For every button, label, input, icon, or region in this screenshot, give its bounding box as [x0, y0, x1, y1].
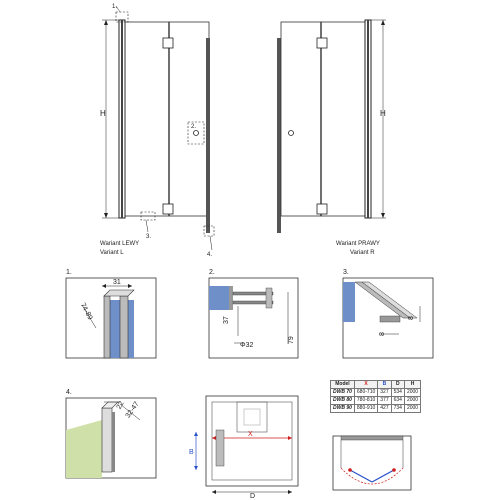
detail-3-a: 8 — [408, 316, 415, 320]
detail-2-panel — [208, 277, 299, 359]
header-d: D — [390, 380, 405, 389]
callout-2-label: 2. — [191, 124, 196, 130]
left-variant-subtitle: Variant L — [100, 250, 124, 256]
header-x: X — [353, 380, 379, 389]
cell-model: DWB 80 — [330, 396, 355, 405]
detail-4-number: 4. — [66, 389, 72, 396]
header-model: Model — [330, 380, 355, 389]
cell-d: 534 — [390, 388, 405, 397]
detail-3-number: 3. — [343, 269, 349, 276]
cell-d: 634 — [390, 396, 405, 405]
header-h: H — [403, 380, 422, 389]
left-height-label: H — [100, 109, 106, 118]
spec-table-header: Model X B D H — [330, 380, 422, 389]
door-left-drawing — [102, 5, 215, 251]
callout-3-label: 3. — [146, 234, 151, 240]
plan-view — [194, 395, 299, 494]
header-b: B — [377, 380, 392, 389]
cell-d: 734 — [390, 404, 405, 413]
detail-1-number: 1. — [66, 269, 72, 276]
callout-4-label: 4. — [207, 252, 212, 258]
door-right-drawing — [277, 19, 386, 233]
table-row: DWB 90 880-910 427 734 2000 — [330, 404, 422, 413]
callout-1-label: 1. — [112, 4, 117, 10]
plan-x-label: X — [248, 431, 253, 438]
detail-4-panel — [65, 397, 157, 479]
cell-x: 880-910 — [353, 404, 379, 413]
cell-model: DWB 70 — [330, 388, 355, 397]
table-row: DWB 70 680-710 327 534 2000 — [330, 388, 422, 397]
cell-b: 327 — [377, 388, 392, 397]
cell-h: 2000 — [403, 404, 422, 413]
cell-x: 780-810 — [353, 396, 379, 405]
cell-h: 2000 — [403, 388, 422, 397]
spec-table: Model X B D H DWB 70 680-710 327 534 200… — [330, 380, 422, 413]
detail-2-a: 37 — [223, 316, 230, 324]
detail-2-number: 2. — [209, 269, 215, 276]
cell-h: 2000 — [403, 396, 422, 405]
plan-d-label: D — [250, 493, 255, 500]
cell-b: 427 — [377, 404, 392, 413]
right-variant-subtitle: Variant R — [350, 250, 375, 256]
right-variant-title: Wariant PRAWY — [336, 241, 380, 247]
right-height-label: H — [380, 109, 386, 118]
detail-2-b: 79 — [288, 336, 295, 344]
plan-b-label: B — [189, 449, 194, 456]
detail-3-panel — [342, 277, 434, 359]
detail-4-a: 22 — [116, 400, 126, 410]
detail-1-panel — [65, 277, 157, 359]
cell-b: 377 — [377, 396, 392, 405]
swing-diagram — [332, 435, 412, 491]
detail-2-diameter: Φ32 — [240, 342, 253, 349]
left-variant-title: Wariant LEWY — [100, 241, 139, 247]
table-row: DWB 80 780-810 377 634 2000 — [330, 396, 422, 405]
cell-model: DWB 90 — [330, 404, 355, 413]
cell-x: 680-710 — [353, 388, 379, 397]
detail-1-width: 31 — [113, 279, 121, 286]
detail-3-b: 8 — [379, 332, 386, 336]
